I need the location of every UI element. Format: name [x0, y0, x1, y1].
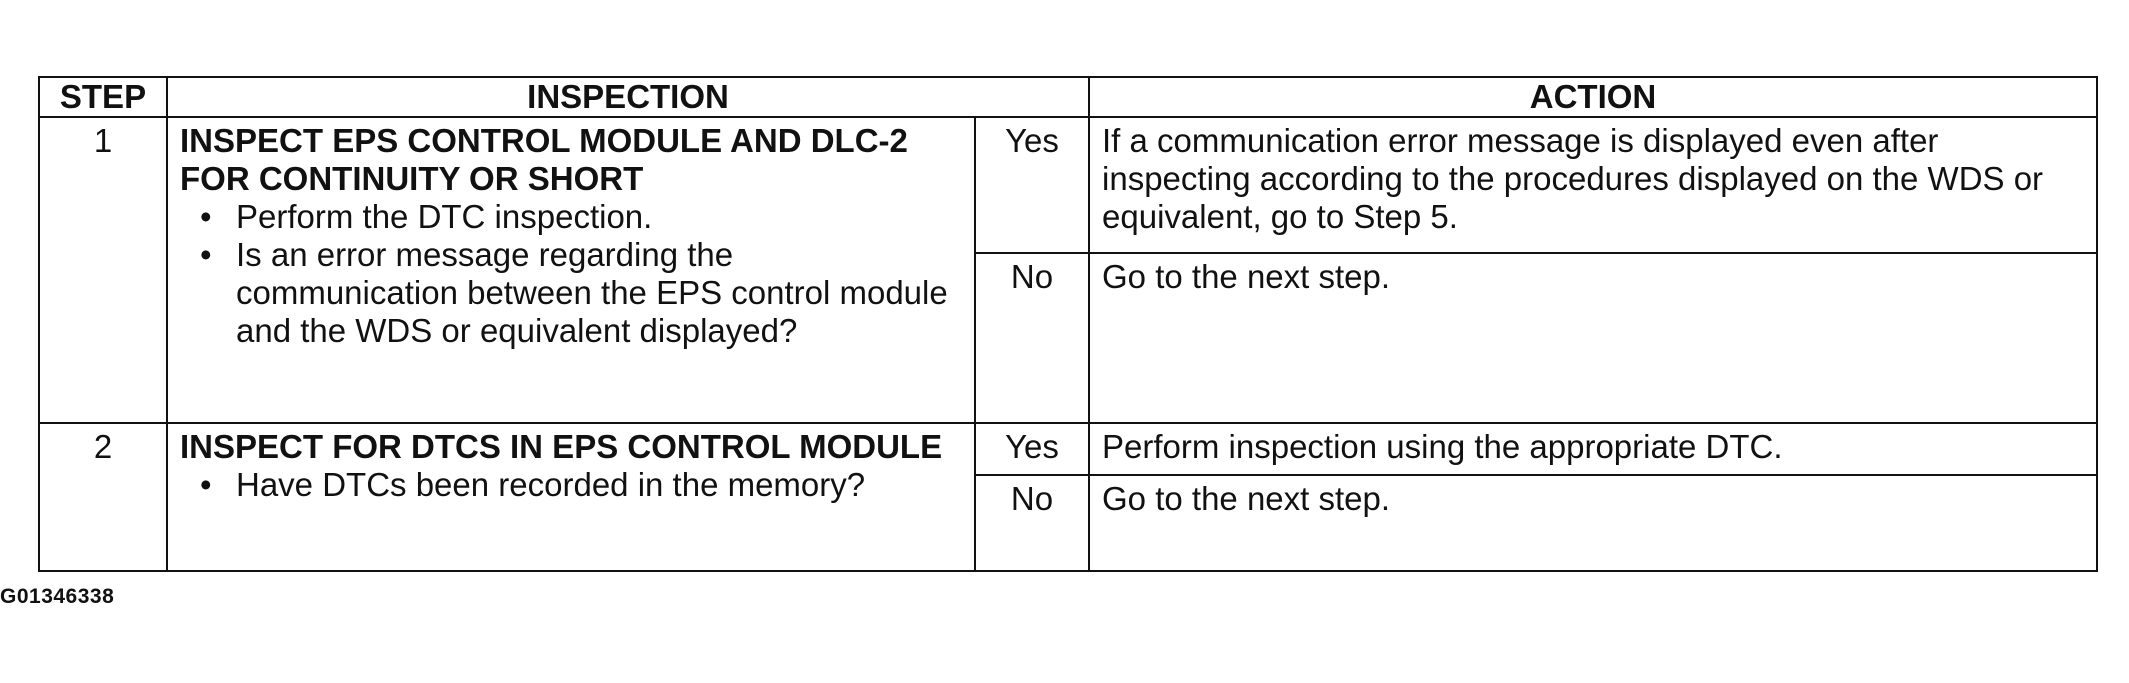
bullet-icon: • [200, 466, 212, 503]
answer-no: No [973, 474, 1091, 572]
inspection-title: INSPECT FOR DTCS IN EPS CONTROL MODULE [180, 428, 943, 465]
answer-yes: Yes [973, 422, 1091, 476]
list-item: • Perform the DTC inspection. [180, 198, 964, 236]
list-item: • Is an error message regarding the commu… [180, 236, 964, 350]
action-text: Go to the next step. [1088, 474, 2099, 572]
inspection-bullet-text: Is an error message regarding the commun… [236, 236, 948, 349]
table-row: 1 INSPECT EPS CONTROL MODULE AND DLC-2 F… [38, 116, 2099, 424]
action-text: If a communication error message is disp… [1088, 116, 2099, 254]
action-text: Perform inspection using the appropriate… [1088, 422, 2099, 476]
inspection-bullet-text: Have DTCs been recorded in the memory? [236, 466, 866, 503]
bullet-icon: • [200, 198, 212, 235]
step-number: 2 [38, 422, 168, 572]
action-text: Go to the next step. [1088, 252, 2099, 424]
inspection-title: INSPECT EPS CONTROL MODULE AND DLC-2 FOR… [180, 122, 908, 197]
header-action: ACTION [1088, 76, 2099, 118]
bullet-icon: • [200, 236, 212, 273]
header-step: STEP [38, 76, 168, 118]
table-row: No Go to the next step. [39, 252, 2099, 424]
diagnostic-table: STEP INSPECTION ACTION 1 INSPECT EPS CON… [38, 76, 2099, 572]
table-row: No Go to the next step. [39, 474, 2099, 572]
header-inspection: INSPECTION [165, 76, 1091, 118]
figure-id: G01346338 [0, 585, 115, 608]
inspection-bullet-text: Perform the DTC inspection. [236, 198, 653, 235]
list-item: • Have DTCs been recorded in the memory? [180, 466, 964, 504]
inspection-list: • Perform the DTC inspection. • Is an erro… [180, 198, 964, 350]
step-number: 1 [38, 116, 168, 424]
answer-no: No [973, 252, 1091, 424]
inspection-list: • Have DTCs been recorded in the memory? [180, 466, 964, 504]
table-row: 2 INSPECT FOR DTCS IN EPS CONTROL MODULE… [38, 422, 2099, 572]
inspection-cell: INSPECT FOR DTCS IN EPS CONTROL MODULE •… [166, 422, 976, 572]
answer-yes: Yes [973, 116, 1091, 254]
inspection-cell: INSPECT EPS CONTROL MODULE AND DLC-2 FOR… [166, 116, 976, 424]
header-row: STEP INSPECTION ACTION [38, 76, 2099, 118]
